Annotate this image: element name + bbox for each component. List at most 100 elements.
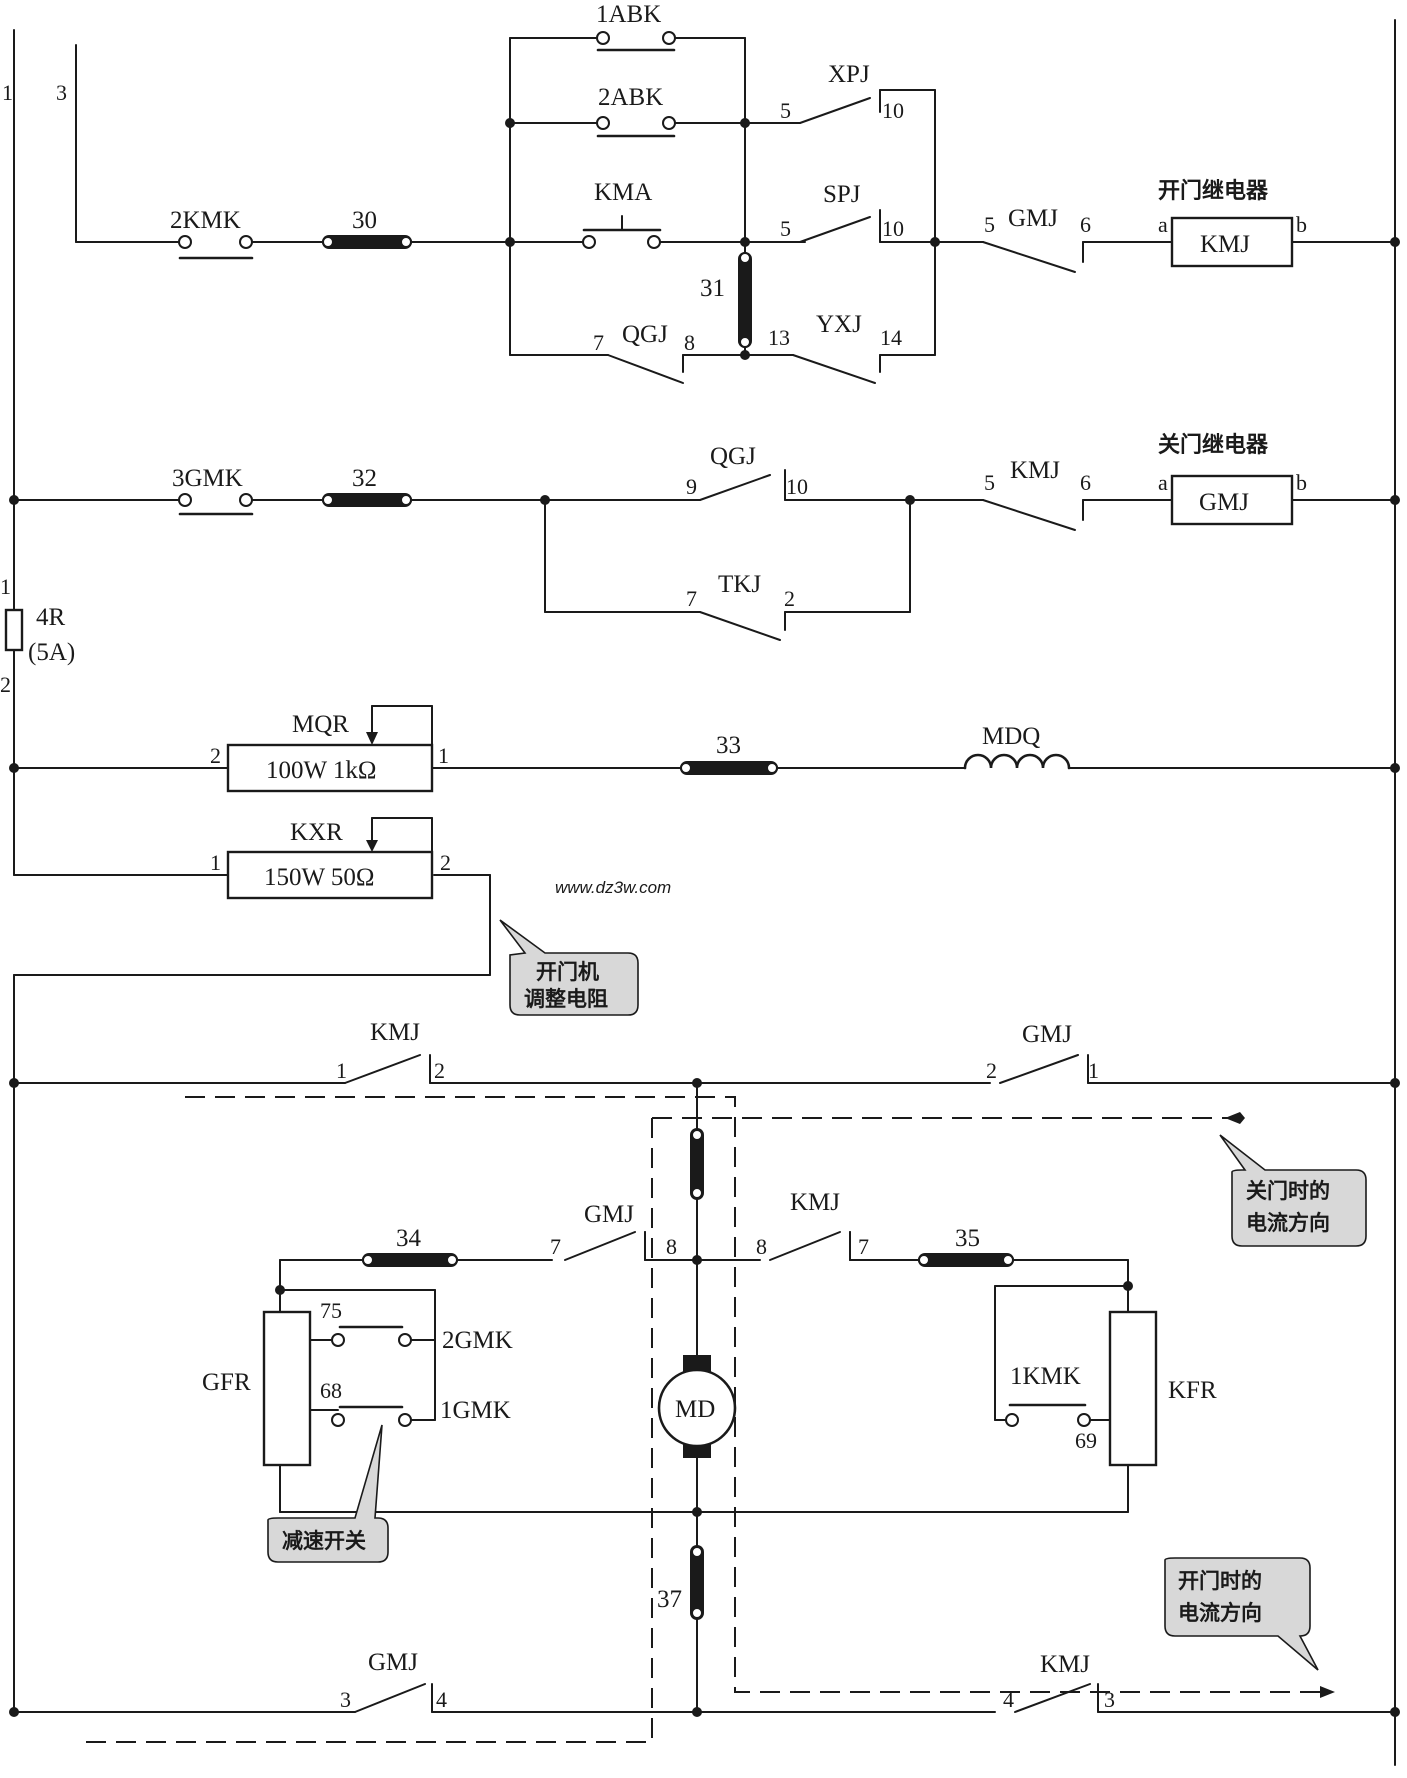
fuse-rating: (5A) (28, 639, 75, 666)
callout-open-current-line1: 开门时的 (1178, 1569, 1262, 1593)
contact-kmj-pin-6: 6 (1080, 470, 1091, 495)
link-31-label: 31 (700, 275, 725, 302)
resistor-mqr-pin-2: 2 (210, 743, 221, 768)
contact-gmj-pin-3: 3 (340, 1687, 351, 1712)
contact-kmj-pin-8: 8 (756, 1234, 767, 1259)
callout-close-current-line1: 关门时的 (1246, 1179, 1330, 1203)
switch-1gmk (331, 1405, 436, 1427)
contact-tkj-pin-2: 2 (784, 586, 795, 611)
contact-gmj-5-6 (982, 241, 1091, 273)
junction (1390, 495, 1400, 505)
junction (9, 495, 19, 505)
link-37 (690, 1545, 704, 1620)
contact-qgj-pin-10: 10 (786, 474, 808, 499)
resistor-kxr-pin-2: 2 (440, 850, 451, 875)
switch-2gmk-label: 2GMK (442, 1327, 513, 1354)
close-relay-title: 关门继电器 (1158, 432, 1269, 458)
switch-1kmk-label: 1KMK (1010, 1363, 1081, 1390)
junction (9, 763, 19, 773)
callout-open-resistor (499, 919, 639, 1016)
fuse-pin-1: 1 (0, 574, 11, 599)
contact-gmj-pin-8: 8 (666, 1234, 677, 1259)
link-31 (738, 252, 752, 348)
contact-kmj-pin-4: 4 (1003, 1687, 1014, 1712)
junction (1390, 1078, 1400, 1088)
contact-kmj-1-2 (344, 1054, 431, 1084)
resistor-mqr (226, 743, 434, 793)
contact-gmj-2-1 (999, 1054, 1089, 1084)
close-relay-coil-b: b (1296, 470, 1307, 495)
motor-md (657, 1355, 737, 1458)
contact-qgj-9-10 (699, 469, 786, 501)
contact-kmj-8-7-label: KMJ (790, 1189, 840, 1216)
contact-gmj-3-4 (354, 1683, 433, 1713)
callout-open-current (1164, 1557, 1319, 1671)
resistor-gfr (262, 1310, 312, 1467)
contact-kmj-8-7 (769, 1231, 851, 1261)
close-relay-coil (1170, 474, 1294, 526)
pushbutton-kma (582, 215, 662, 249)
junction (1390, 763, 1400, 773)
junction (905, 495, 915, 505)
contact-gmj-5-6-label: GMJ (1008, 205, 1058, 232)
coil-mdq (963, 753, 1071, 770)
close-relay-coil-a: a (1158, 470, 1168, 495)
junction (1390, 1707, 1400, 1717)
callout-open-resistor-line1: 开门机 (536, 960, 599, 984)
open-relay-coil-label: KMJ (1200, 231, 1250, 258)
wire-3-pin: 3 (56, 80, 67, 105)
contact-gmj-3-4-label: GMJ (368, 1649, 418, 1676)
switch-2kmk-label: 2KMK (170, 207, 241, 234)
contact-gmj-pin-5: 5 (984, 212, 995, 237)
website-watermark: www.dz3w.com (555, 878, 671, 897)
fuse-pin-2: 2 (0, 672, 11, 697)
contact-qgj-7-8 (607, 354, 684, 384)
switch-1abk-label: 1ABK (596, 1, 661, 28)
contact-spj (792, 209, 881, 243)
open-relay-coil-a: a (1158, 212, 1168, 237)
junction (740, 118, 750, 128)
link-35 (918, 1253, 1014, 1267)
contact-gmj-pin-7: 7 (550, 1234, 561, 1259)
contact-kmj-pin-7: 7 (858, 1234, 869, 1259)
callout-slow-switch-text: 减速开关 (282, 1529, 366, 1553)
contact-tkj-label: TKJ (718, 571, 761, 598)
current-path-open (185, 1096, 1335, 1698)
contact-qgj-7-8-label: QGJ (622, 321, 668, 348)
contact-spj-pin-5: 5 (780, 216, 791, 241)
contact-xpj-pin-5: 5 (780, 98, 791, 123)
link-34 (362, 1253, 458, 1267)
contact-gmj-pin-4: 4 (436, 1687, 447, 1712)
resistor-mqr-pin-1: 1 (438, 743, 449, 768)
contact-spj-label: SPJ (823, 181, 861, 208)
lower-left-rail (13, 874, 491, 1713)
callout-open-resistor-line2: 调整电阻 (524, 987, 608, 1011)
resistor-kxr-pin-1: 1 (210, 850, 221, 875)
contact-tkj-pin-7: 7 (686, 586, 697, 611)
current-path-close (80, 1112, 1245, 1743)
resistor-kfr-label: KFR (1168, 1377, 1217, 1404)
open-relay-row-wiring (75, 37, 1396, 356)
link-37-label: 37 (657, 1586, 682, 1613)
switch-1kmk (994, 1403, 1091, 1427)
switch-2gmk (331, 1325, 436, 1347)
resistor-mqr-label: MQR (292, 711, 349, 738)
open-relay-coil (1170, 216, 1294, 268)
switch-2abk (596, 116, 676, 138)
contact-xpj-pin-10: 10 (882, 98, 904, 123)
contact-gmj-pin-1: 1 (1088, 1058, 1099, 1083)
link-30 (322, 235, 412, 249)
contact-kmj-1-2-label: KMJ (370, 1019, 420, 1046)
contact-tkj (699, 611, 786, 641)
contact-gmj-7-8 (564, 1231, 646, 1261)
switch-2kmk (178, 235, 254, 260)
contact-qgj-pin-7: 7 (593, 330, 604, 355)
link-35-label: 35 (955, 1225, 980, 1252)
resistor-mqr-value: 100W 1kΩ (266, 757, 376, 784)
contact-qgj-9-10-label: QGJ (710, 443, 756, 470)
contact-xpj (792, 89, 881, 124)
link-motor-top (690, 1128, 704, 1200)
contact-kmj-pin-3: 3 (1104, 1687, 1115, 1712)
junction (930, 237, 940, 247)
